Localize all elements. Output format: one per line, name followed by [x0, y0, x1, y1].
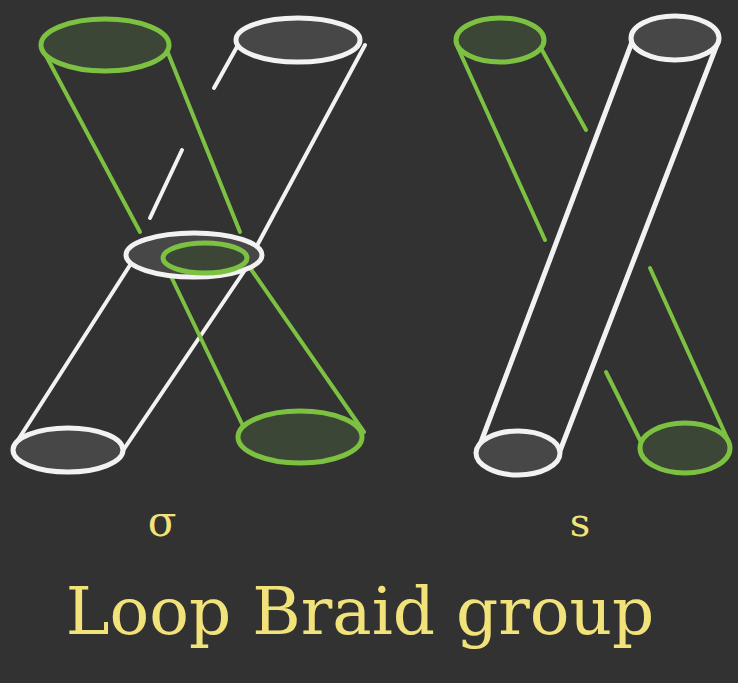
- white-tube-s: [478, 42, 718, 456]
- green-top-end: [41, 19, 169, 71]
- caption-text: Loop Braid group: [66, 579, 655, 645]
- green-bottom-end: [238, 411, 362, 463]
- white-top-end-s: [631, 16, 719, 60]
- green-bottom-end-s: [640, 423, 730, 473]
- white-top-end: [236, 18, 360, 62]
- white-ring: [126, 233, 262, 277]
- white-bottom-end-s: [476, 431, 560, 475]
- green-tube-s: [458, 48, 728, 444]
- generator-label: σ: [148, 501, 177, 543]
- generator-label: s: [570, 502, 591, 542]
- white-tube-sigma: [18, 45, 365, 452]
- green-loop-through-ring: [163, 243, 247, 273]
- green-tube-sigma: [44, 48, 364, 432]
- green-top-end-s: [456, 18, 544, 62]
- white-bottom-end: [13, 428, 123, 472]
